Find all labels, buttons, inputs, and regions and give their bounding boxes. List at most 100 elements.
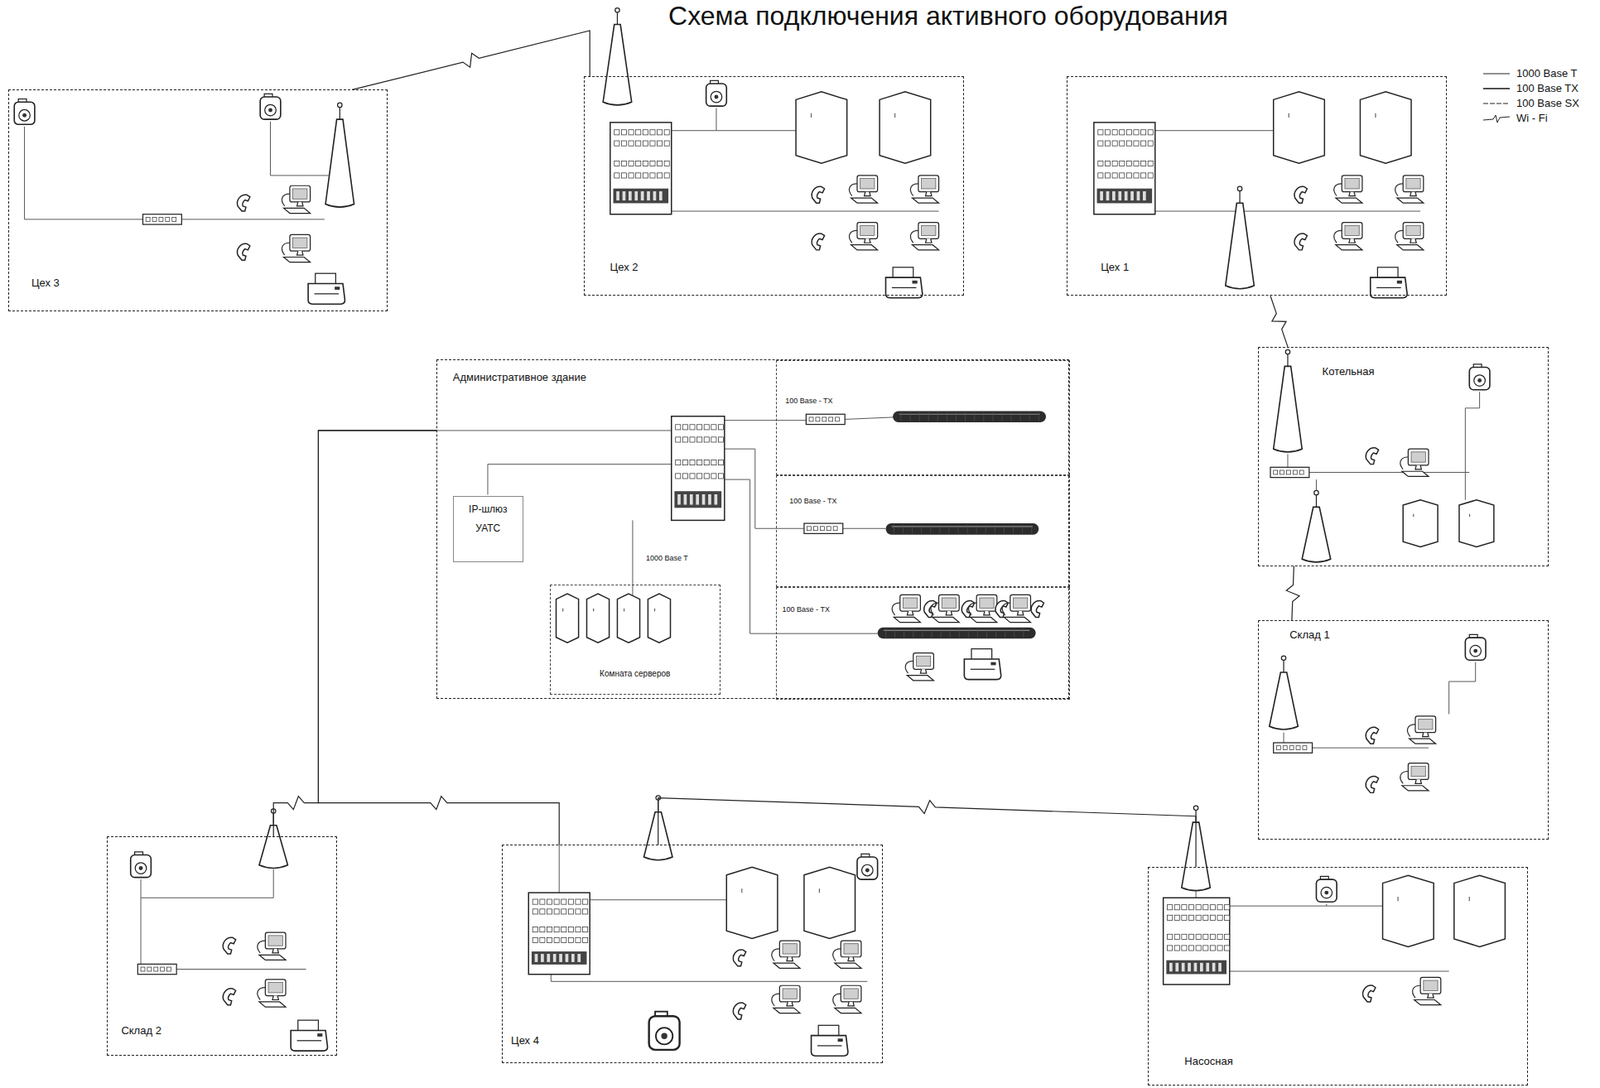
- bus-segment: [983, 412, 984, 422]
- computer-cable: [1395, 230, 1404, 243]
- rack-port: [568, 937, 574, 943]
- rack-unit-slot: [653, 191, 657, 201]
- rack-unit-slot: [540, 954, 545, 963]
- rack-port: [575, 927, 581, 933]
- rack-unit-slot: [1099, 191, 1104, 201]
- wire: [550, 974, 868, 983]
- keyboard: [773, 1007, 800, 1013]
- camera-body: [1465, 637, 1486, 661]
- switch-port: [826, 526, 831, 531]
- monitor: [918, 222, 940, 240]
- wire: [1449, 662, 1476, 715]
- bus-segment: [992, 412, 993, 422]
- monitor-stand: [1415, 779, 1422, 784]
- camera-icon: [130, 852, 152, 878]
- rack-unit-slot: [689, 494, 694, 506]
- wire: [844, 417, 893, 420]
- server-cabinet: [647, 593, 670, 643]
- bus-segment: [903, 628, 905, 638]
- rack-port: [1126, 130, 1132, 135]
- rack-port: [636, 130, 641, 135]
- rack-port: [614, 130, 620, 135]
- wire: [1229, 906, 1384, 907]
- computer-cable: [1334, 230, 1343, 243]
- rack-port: [1209, 945, 1215, 951]
- switch-port: [1289, 746, 1294, 751]
- rack-port: [1195, 934, 1201, 940]
- computer-icon: [1395, 222, 1424, 251]
- keyboard: [1335, 245, 1363, 251]
- antenna-mast: [1238, 190, 1240, 203]
- wifi-link: [1270, 295, 1288, 347]
- server-cabinet: [1454, 875, 1506, 947]
- rack-port: [1112, 130, 1118, 135]
- printer-button: [912, 280, 918, 285]
- keyboard: [834, 963, 862, 969]
- rack-port: [1188, 915, 1194, 921]
- rack-unit: [531, 951, 588, 965]
- computer-cable: [771, 993, 781, 1007]
- rack-unit-slot: [1218, 963, 1222, 972]
- rack-unit-slot: [1187, 963, 1191, 972]
- rack-port: [561, 937, 567, 943]
- wire: [724, 448, 805, 529]
- switch-port: [172, 216, 177, 222]
- legend-line: [1483, 103, 1510, 105]
- rack-port: [621, 130, 627, 135]
- computer-icon: [833, 985, 862, 1013]
- camera-lens: [655, 1027, 673, 1045]
- wire: [589, 899, 727, 901]
- rack-port: [1098, 173, 1104, 179]
- wifi-antenna: [1301, 490, 1331, 562]
- rack-port: [1195, 915, 1201, 921]
- building-zone: Цех 2: [583, 76, 965, 296]
- rack-port: [1119, 130, 1125, 135]
- rack-port: [1217, 945, 1223, 951]
- network-bus: [877, 627, 1037, 640]
- monitor-stand: [297, 202, 304, 207]
- monitor-stand: [786, 957, 793, 962]
- computer-icon: [1002, 594, 1031, 622]
- rack-port: [554, 899, 560, 905]
- rack-port: [682, 437, 688, 443]
- bus-segment: [930, 524, 931, 534]
- rack-unit-slot: [1142, 191, 1147, 201]
- monitor-stand: [1410, 192, 1417, 197]
- monitor: [1402, 175, 1424, 193]
- legend-sample: [1481, 111, 1512, 126]
- cabinet-outline: [1402, 500, 1438, 548]
- handset: [1031, 601, 1044, 618]
- link-type-label: 1000 Base T: [645, 554, 689, 563]
- monitor: [857, 175, 878, 193]
- screen: [1411, 766, 1426, 776]
- rack-port: [1174, 915, 1180, 921]
- bus-segment: [1022, 628, 1024, 638]
- rack-port: [1112, 140, 1118, 146]
- rack-port: [546, 899, 552, 905]
- computer-icon: [848, 222, 878, 251]
- network-bus: [886, 523, 1040, 535]
- rack-port: [1209, 905, 1215, 911]
- node-label: Комната серверов: [599, 669, 670, 680]
- rack-port: [703, 473, 709, 479]
- rack-port: [664, 130, 670, 135]
- switch-body: [1273, 742, 1313, 753]
- node-label: 100 Base - TX: [785, 396, 833, 405]
- computer-cable: [910, 183, 919, 197]
- printer-icon: [886, 267, 923, 299]
- monitor-stand: [925, 238, 932, 243]
- rack-port: [650, 140, 656, 146]
- rack-port: [656, 173, 662, 179]
- node-label: Цех 2: [610, 261, 639, 275]
- rack-unit-slot: [534, 954, 539, 963]
- rack-port: [1104, 160, 1110, 166]
- computer-icon: [771, 985, 800, 1013]
- rack-port: [689, 424, 695, 430]
- keyboard: [970, 616, 998, 622]
- monitor: [1420, 977, 1441, 994]
- camera-lens: [1474, 375, 1486, 387]
- rack-unit-slot: [1205, 963, 1210, 972]
- rack-unit-slot: [713, 494, 718, 506]
- rack-frame: [528, 892, 590, 975]
- computer-cable: [848, 230, 858, 243]
